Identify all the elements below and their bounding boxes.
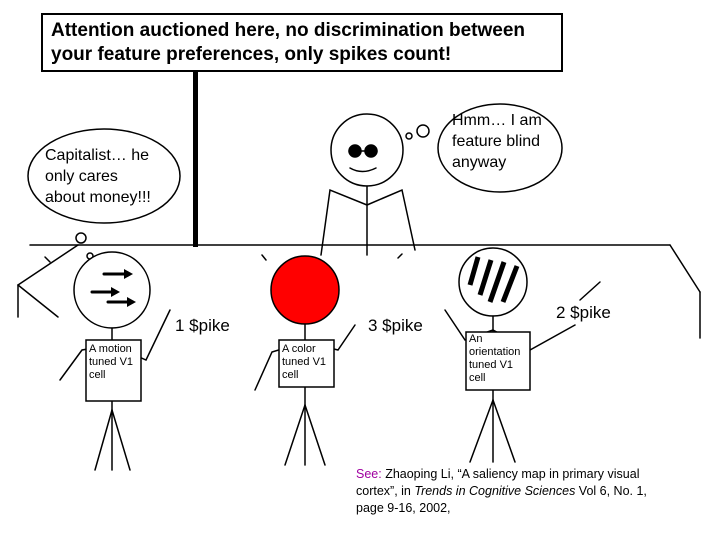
citation-line-1: See: Zhaoping Li, “A saliency map in pri… (356, 466, 716, 483)
cell-label-line: tuned V1 (282, 356, 327, 368)
citation-text: cortex”, in (356, 484, 415, 498)
auction-table (17, 244, 701, 339)
motion-bid-label: 1 $pike (175, 316, 230, 335)
right-thought-text: Hmm… I am feature blind anyway (452, 110, 542, 173)
cell-label-line: tuned V1 (469, 359, 514, 371)
motion-cell-tag (85, 339, 142, 402)
citation-text: Vol 6, No. 1, (575, 484, 647, 498)
left-thought-bubble (27, 128, 181, 224)
cell-label-line: A motion (89, 343, 132, 355)
citation-line-3: page 9-16, 2002, (356, 501, 451, 515)
cell-label-line: A color (282, 343, 316, 355)
see-label: See: (356, 467, 382, 481)
motion-arrows-icon (90, 269, 136, 307)
journal-name: Trends in Cognitive Sciences (414, 484, 576, 498)
left-thought-line: Capitalist… he (45, 147, 150, 164)
left-thought-text: Capitalist… he only cares about money!!! (45, 145, 151, 208)
color-bid-label: 3 $pike (368, 316, 423, 335)
citation-line-2: cortex”, in Trends in Cognitive Sciences… (356, 483, 716, 500)
color-cell-figure (254, 253, 403, 466)
cell-label-line: cell (282, 369, 299, 381)
orientation-cell-label: An orientation tuned V1 cell (469, 333, 520, 385)
orientation-cell-figure (444, 247, 601, 463)
orientation-bid-label: 2 $pike (556, 303, 611, 322)
tilted-bars-icon (467, 256, 520, 303)
cell-label-line: cell (469, 372, 486, 384)
left-thought-line: only cares (45, 168, 118, 185)
motion-cell-figure (44, 251, 171, 471)
citation-text: Zhaoping Li, “A saliency map in primary … (381, 467, 640, 481)
banner-line-2: your feature preferences, only spikes co… (51, 44, 452, 65)
cell-label-line: tuned V1 (89, 356, 134, 368)
orientation-cell-tag (465, 331, 531, 391)
auction-banner: Attention auctioned here, no discriminat… (41, 13, 563, 72)
citation: See: Zhaoping Li, “A saliency map in pri… (356, 466, 716, 517)
right-thought-line: anyway (452, 154, 507, 171)
cell-label-line: cell (89, 369, 106, 381)
cell-label-line: An (469, 333, 483, 345)
red-ball-icon (270, 255, 340, 325)
banner-line-1: Attention auctioned here, no discriminat… (51, 20, 525, 41)
cell-label-line: orientation (469, 346, 521, 358)
color-cell-tag (278, 339, 335, 388)
motion-cell-label: A motion tuned V1 cell (89, 343, 133, 382)
color-cell-label: A color tuned V1 cell (282, 343, 326, 382)
podium-pole (193, 72, 198, 247)
right-thought-bubble (437, 103, 563, 193)
auctioneer-figure (320, 113, 416, 256)
left-thought-line: about money!!! (45, 189, 151, 206)
right-thought-line: feature blind (452, 133, 541, 150)
right-thought-line: Hmm… I am (452, 112, 542, 129)
